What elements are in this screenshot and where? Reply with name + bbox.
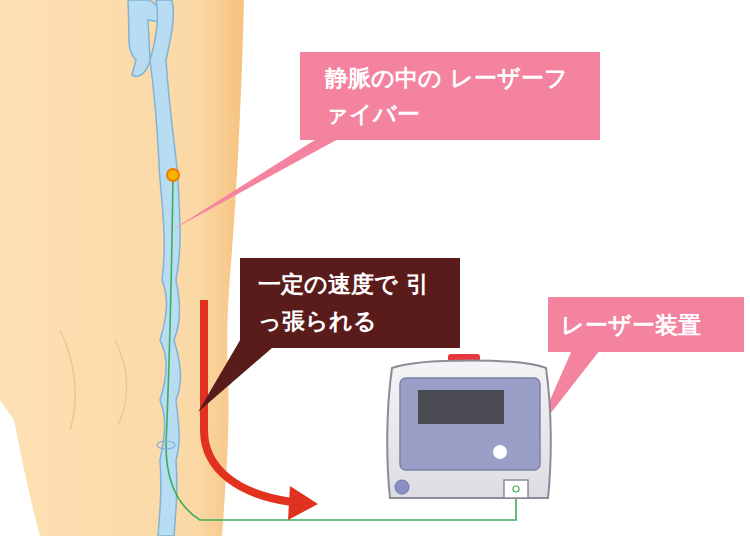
callout-box: 静脈の中の レーザーファイバー	[300, 52, 600, 140]
device-knob	[493, 445, 507, 459]
callout-text: 静脈の中の レーザーファイバー	[325, 60, 575, 132]
knee-line	[115, 340, 127, 425]
vein	[150, 0, 180, 536]
pull-arrow-head	[288, 486, 318, 520]
callout-pointer	[172, 138, 340, 230]
insertion-point	[157, 441, 175, 449]
callout-box: レーザー装置	[548, 297, 744, 352]
device-port	[504, 480, 528, 498]
callout-text: レーザー装置	[561, 310, 731, 340]
port-socket	[513, 486, 519, 492]
device-panel	[400, 378, 540, 470]
callout-box: 一定の速度で 引っ張られる	[240, 258, 460, 348]
callout-text: 一定の速度で 引っ張られる	[258, 266, 443, 340]
device-display	[418, 390, 504, 424]
laser-tip	[167, 169, 179, 181]
device-switch	[395, 480, 409, 494]
laser-device	[387, 361, 551, 499]
knee-line	[60, 330, 75, 430]
